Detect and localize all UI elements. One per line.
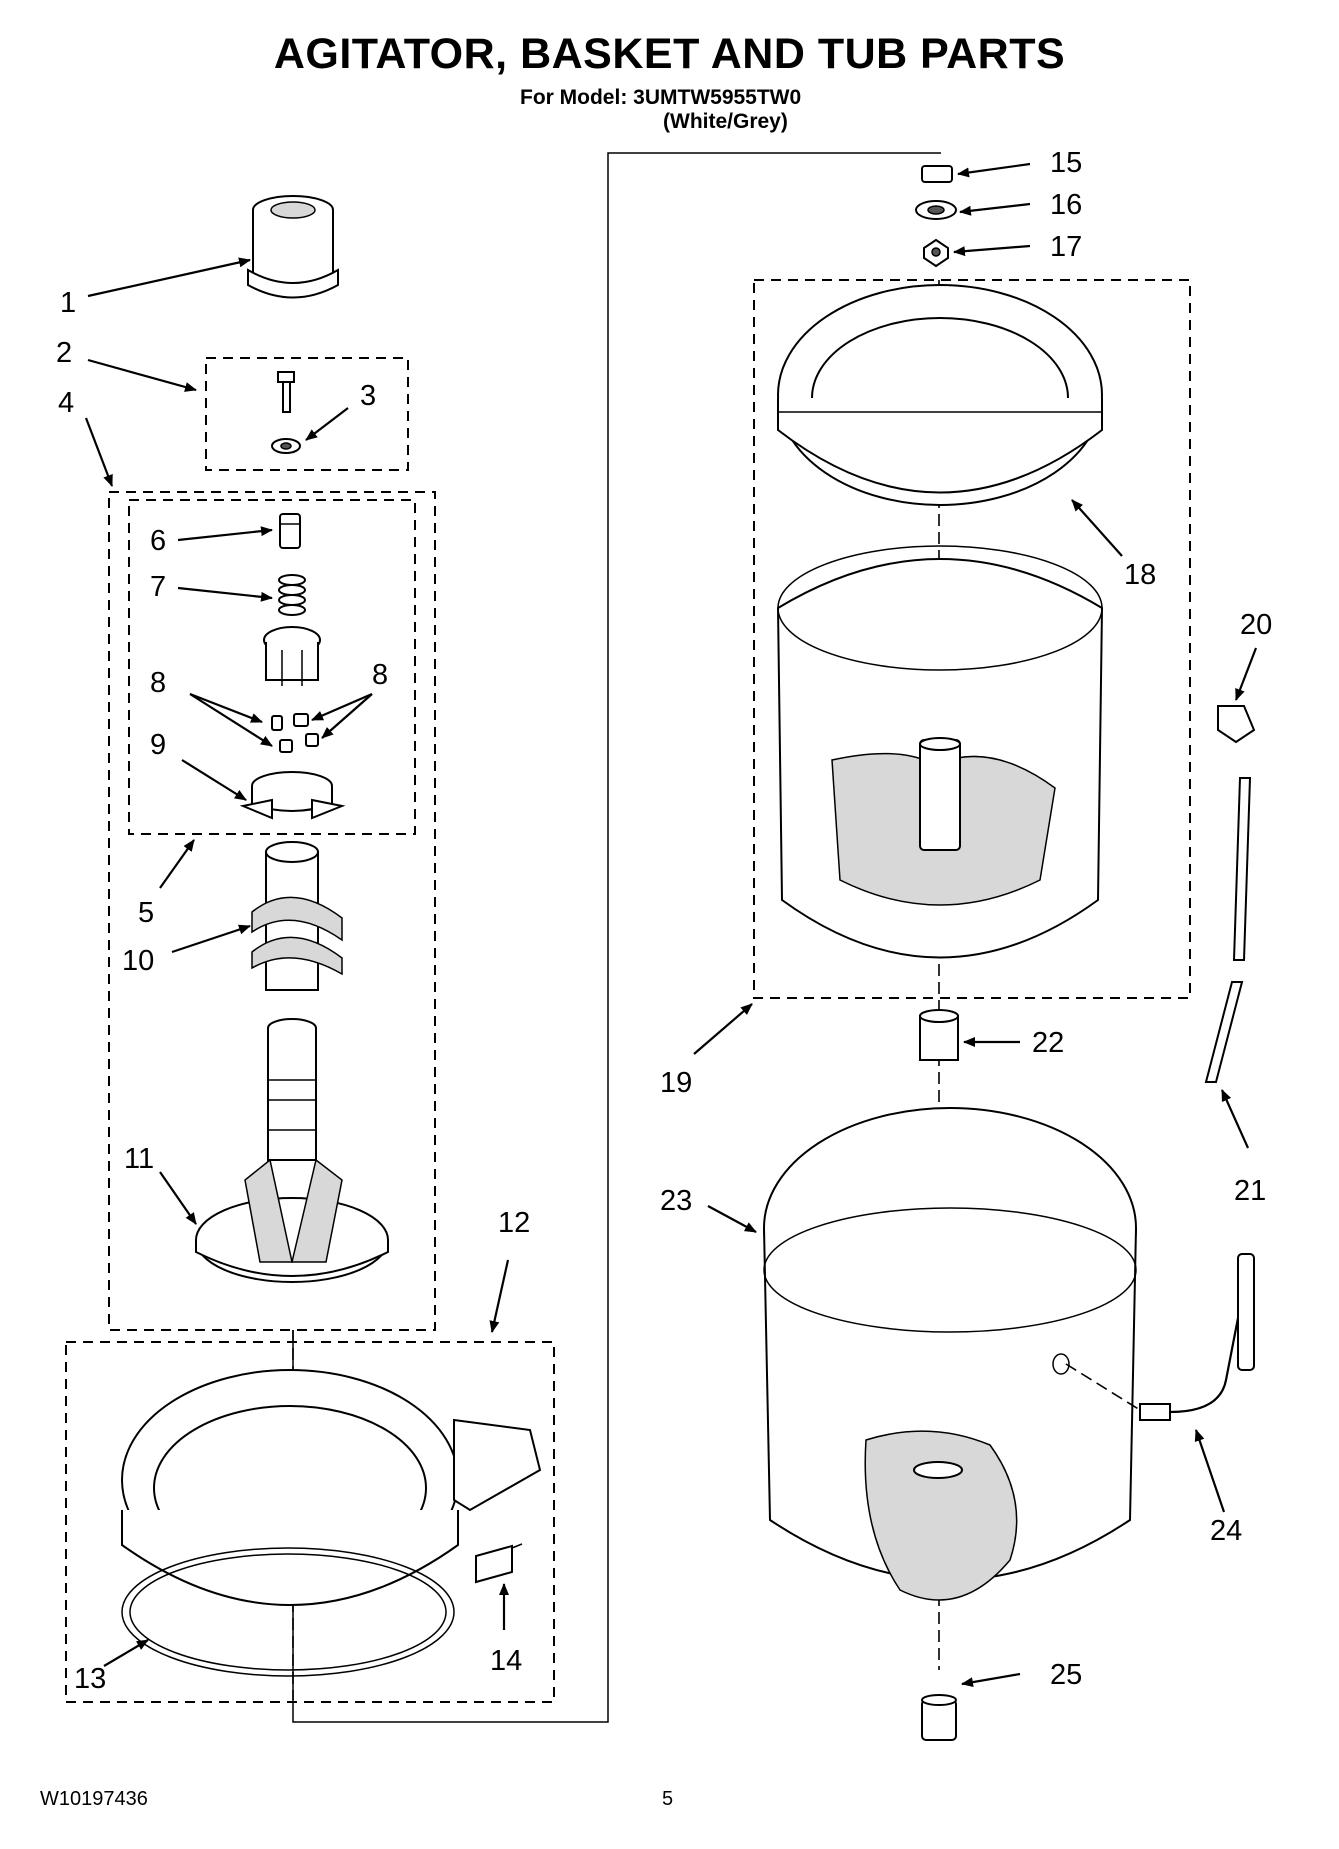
leader-6: [177, 526, 273, 542]
group-box-5: [128, 499, 416, 835]
part-balance-ring: [777, 284, 1103, 506]
leader-5: [159, 839, 195, 889]
leader-25: [961, 1672, 1021, 1688]
model-color: (White/Grey): [663, 110, 788, 133]
leader-19: [693, 1003, 753, 1055]
callout-7: 7: [150, 571, 166, 603]
leader-17: [953, 244, 1031, 257]
callout-19: 19: [660, 1067, 692, 1099]
part-hose: [1204, 777, 1252, 1083]
leader-7: [177, 586, 273, 602]
page-number: 5: [662, 1788, 674, 1810]
callout-23: 23: [660, 1185, 692, 1217]
part-drive-block: [921, 1694, 957, 1741]
leader-11: [159, 1171, 197, 1225]
part-tub-seal: [121, 1547, 455, 1677]
part-hose-clip: [1217, 705, 1256, 744]
callout-10: 10: [122, 945, 154, 977]
part-bolt: [277, 371, 295, 413]
leader-12: [489, 1259, 510, 1333]
group-box-12: [65, 1341, 555, 1703]
leader-8d: [321, 693, 373, 739]
callout-3: 3: [360, 380, 376, 412]
callout-15: 15: [1050, 147, 1082, 179]
callout-4: 4: [58, 387, 74, 419]
part-spanner-nut: [923, 238, 949, 268]
part-agitator-base: [195, 1018, 389, 1283]
leader-20: [1234, 647, 1258, 701]
part-auger: [251, 841, 343, 991]
callout-5: 5: [138, 897, 154, 929]
callout-6: 6: [150, 525, 166, 557]
leader-21: [1220, 1089, 1250, 1149]
part-drive-block-retainer: [915, 200, 957, 220]
callout-9: 9: [150, 729, 166, 761]
group-box-4: [108, 491, 436, 1331]
leader-9: [181, 759, 247, 801]
leader-16: [959, 202, 1031, 216]
leader-24: [1194, 1429, 1226, 1513]
leader-3: [305, 407, 349, 441]
callout-18: 18: [1124, 559, 1156, 591]
callout-11: 11: [124, 1143, 154, 1175]
callout-14: 14: [490, 1645, 522, 1677]
part-agitator-cap: [247, 195, 339, 299]
callout-8b: 8: [372, 659, 388, 691]
page-title: AGITATOR, BASKET AND TUB PARTS: [273, 30, 1066, 78]
callout-12: 12: [498, 1207, 530, 1239]
part-tub-ring: [121, 1369, 542, 1606]
part-dogs: [271, 713, 319, 753]
callout-13: 13: [74, 1663, 106, 1695]
part-cam: [279, 513, 301, 549]
callout-24: 24: [1210, 1515, 1242, 1547]
part-pressure-hose: [1065, 1253, 1255, 1421]
leader-23: [707, 1205, 757, 1233]
callout-25: 25: [1050, 1659, 1082, 1691]
leader-8b: [189, 693, 273, 747]
part-washer: [271, 438, 301, 454]
callout-21: 21: [1234, 1175, 1266, 1207]
leader-2: [87, 358, 197, 392]
part-hub-nut-cap: [921, 165, 953, 183]
leader-8c: [311, 692, 373, 722]
document-number: W10197436: [40, 1788, 148, 1810]
callout-20: 20: [1240, 609, 1272, 641]
callout-2: 2: [56, 337, 72, 369]
leader-15: [957, 162, 1031, 178]
group-box-2: [205, 357, 409, 471]
leader-13: [103, 1639, 149, 1667]
leader-4: [84, 417, 114, 487]
leader-10: [171, 924, 251, 954]
callout-8a: 8: [150, 667, 166, 699]
part-spring: [278, 574, 306, 616]
leader-1: [87, 257, 251, 298]
callout-22: 22: [1032, 1027, 1064, 1059]
callout-16: 16: [1050, 189, 1082, 221]
leader-18: [1071, 499, 1123, 557]
callout-17: 17: [1050, 231, 1082, 263]
part-basket: [776, 545, 1104, 959]
part-sensor: [475, 1543, 523, 1584]
part-cam-plate: [239, 771, 346, 820]
leader-8a: [189, 692, 263, 724]
model-number: For Model: 3UMTW5955TW0: [520, 86, 802, 109]
part-bearing: [919, 1009, 959, 1061]
part-outer-tub: [763, 1107, 1137, 1601]
part-dog-carrier: [263, 626, 321, 686]
callout-1: 1: [60, 287, 76, 319]
